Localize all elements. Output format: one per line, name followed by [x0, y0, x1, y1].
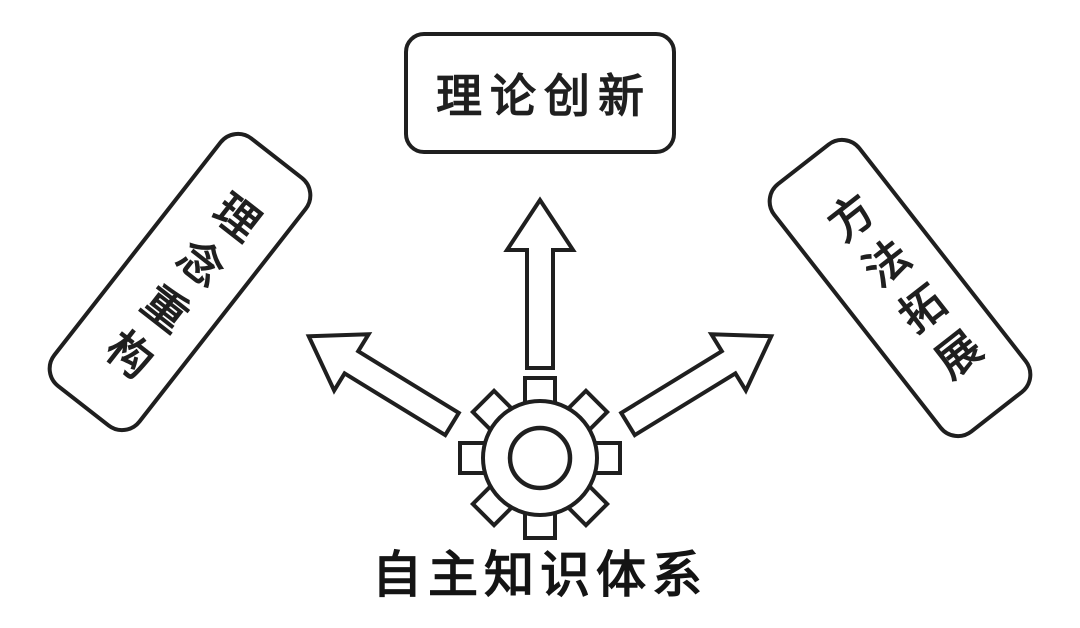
center-label: 自主知识体系 — [372, 547, 708, 603]
arrow-up-left-icon — [305, 332, 462, 438]
node-theory-innovation-label: 理论创新 — [436, 71, 652, 122]
gear-icon — [458, 376, 622, 540]
arrow-up-right-icon — [618, 332, 775, 438]
node-theory-innovation: 理论创新 — [404, 32, 676, 154]
arrow-up-icon — [503, 196, 577, 370]
